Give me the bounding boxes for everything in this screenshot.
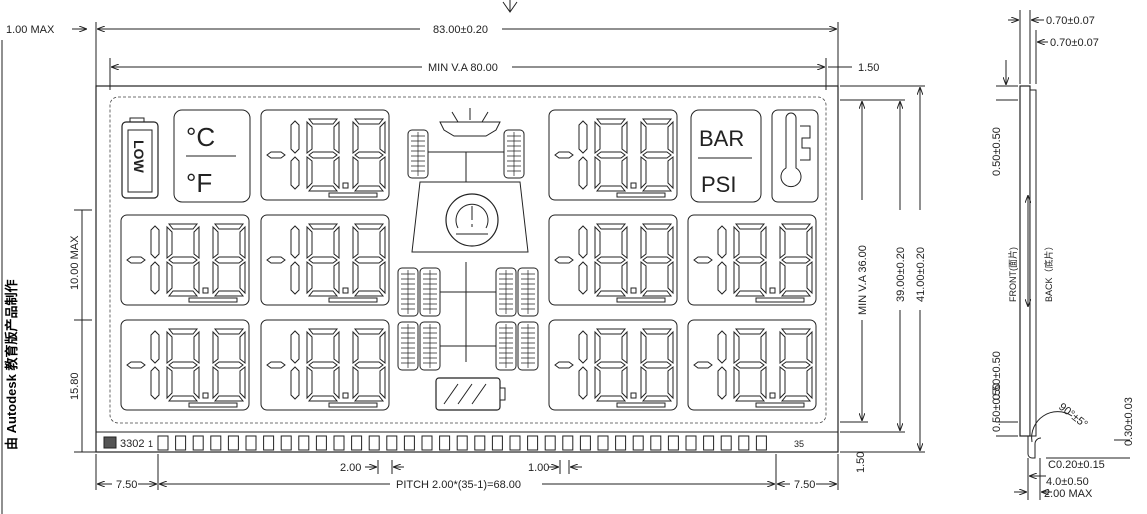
pin-max: 2.00 MAX	[1044, 488, 1093, 500]
pin-first: 1	[148, 439, 153, 449]
dim-pitch: PITCH 2.00*(35-1)=68.00	[396, 479, 521, 491]
pressure-unit-box: BAR PSI	[690, 109, 762, 203]
dim-max-pin: 10.00 MAX	[69, 235, 81, 290]
dim-overall-width: 83.00±0.20	[433, 24, 488, 36]
digit-cell-r3c2	[261, 320, 389, 410]
pin-last: 35	[794, 439, 804, 449]
dim-pin-gap: 1.00	[528, 462, 549, 474]
back-label: BACK（底片）	[1043, 241, 1054, 302]
connector-pin	[579, 435, 591, 451]
pin-length: 4.0±0.50	[1046, 476, 1089, 488]
connector-pin	[650, 435, 662, 451]
connector-pin	[280, 435, 292, 451]
top-thick-1: 0.70±0.07	[1046, 15, 1095, 27]
digit-cell-r3c1	[121, 320, 249, 410]
battery-bar-icon	[435, 377, 501, 411]
connector-pin	[333, 435, 345, 451]
connector-pin	[175, 435, 187, 451]
chamfer: C0.20±0.15	[1048, 459, 1105, 471]
digit-cell-r2c2	[261, 215, 389, 305]
connector-pin	[720, 435, 732, 451]
side-view: 0.70±0.07 0.70±0.07 0.50±0.50 FRONT(面片) …	[991, 10, 1135, 500]
pin-row	[157, 435, 767, 451]
connector-pin	[527, 435, 539, 451]
digit-cell-r2c4	[688, 215, 816, 305]
connector-pin	[632, 435, 644, 451]
dim-va-height: MIN V.A 36.00	[857, 245, 869, 315]
connector-pin	[351, 435, 363, 451]
connector-pin	[615, 435, 627, 451]
unit-fahrenheit: °F	[186, 168, 212, 198]
dim-overall-height: 41.00±0.20	[915, 247, 927, 302]
connector-pin	[685, 435, 697, 451]
top-arrow	[502, 0, 518, 13]
connector-pin	[368, 435, 380, 451]
dim-right-edge: 7.50	[794, 479, 815, 491]
dim-bottom-margin: 1.50	[855, 452, 867, 473]
connector-pin	[227, 435, 239, 451]
connector-pin	[439, 435, 451, 451]
upper-offset: 0.50±0.50	[991, 127, 1003, 176]
lower-offset-1: 0.50±0.50	[991, 351, 1003, 400]
front-label: FRONT(面片)	[1007, 247, 1018, 302]
connector-pin	[403, 435, 415, 451]
connector-pin	[597, 435, 609, 451]
connector-pin	[667, 435, 679, 451]
connector-pin	[298, 435, 310, 451]
connector-pin	[544, 435, 556, 451]
vehicle-tpms-graphic	[397, 108, 539, 411]
low-battery-icon: LOW	[121, 117, 159, 199]
digit-cell-r2c3	[549, 215, 677, 305]
top-thick-2: 0.70±0.07	[1050, 37, 1099, 49]
digit-cell-r3c3	[549, 320, 677, 410]
temp-unit-box: °C °F	[173, 109, 251, 203]
viewing-area-outline	[109, 96, 827, 424]
bend-angle: 90°±5°	[1056, 401, 1090, 431]
model-number: 3302	[120, 438, 144, 450]
dim-viewing-area: MIN V.A 80.00	[428, 62, 498, 74]
connector-pin	[474, 435, 486, 451]
connector-pin	[755, 435, 767, 451]
dim-max-left: 1.00 MAX	[6, 24, 55, 36]
dim-left-edge: 7.50	[116, 479, 137, 491]
connector-pin	[491, 435, 503, 451]
digit-cell-r1c2	[261, 110, 389, 200]
unit-psi: PSI	[701, 172, 736, 197]
connector-pin	[210, 435, 222, 451]
connector-pin	[738, 435, 750, 451]
connector-pin	[157, 435, 169, 451]
dim-pin-height: 15.80	[69, 372, 81, 400]
connector-pin	[509, 435, 521, 451]
low-label: LOW	[131, 140, 147, 173]
dim-right-margin: 1.50	[858, 62, 879, 74]
connector-pin	[562, 435, 574, 451]
digit-cell-r3c4	[688, 320, 816, 410]
connector-pin	[421, 435, 433, 451]
connector-pin	[192, 435, 204, 451]
digit-cell-r2c1	[121, 215, 249, 305]
dim-pin-width: 2.00	[340, 462, 361, 474]
connector-pin	[315, 435, 327, 451]
dim-glass-height: 39.00±0.20	[895, 247, 907, 302]
side-caption: 由 Autodesk 教育版产品制作	[4, 280, 19, 450]
connector-pin	[245, 435, 257, 451]
thermometer-icon	[771, 109, 819, 203]
connector-pin	[386, 435, 398, 451]
pin-thickness: 0.30±0.03	[1123, 397, 1135, 446]
connector-pin	[703, 435, 715, 451]
connector-pin	[456, 435, 468, 451]
unit-bar: BAR	[699, 126, 744, 151]
connector-pin	[263, 435, 275, 451]
digit-cell-r1c3	[549, 110, 677, 200]
unit-celsius: °C	[186, 122, 215, 152]
lower-offset-2: 0.50±0.50	[991, 383, 1003, 432]
